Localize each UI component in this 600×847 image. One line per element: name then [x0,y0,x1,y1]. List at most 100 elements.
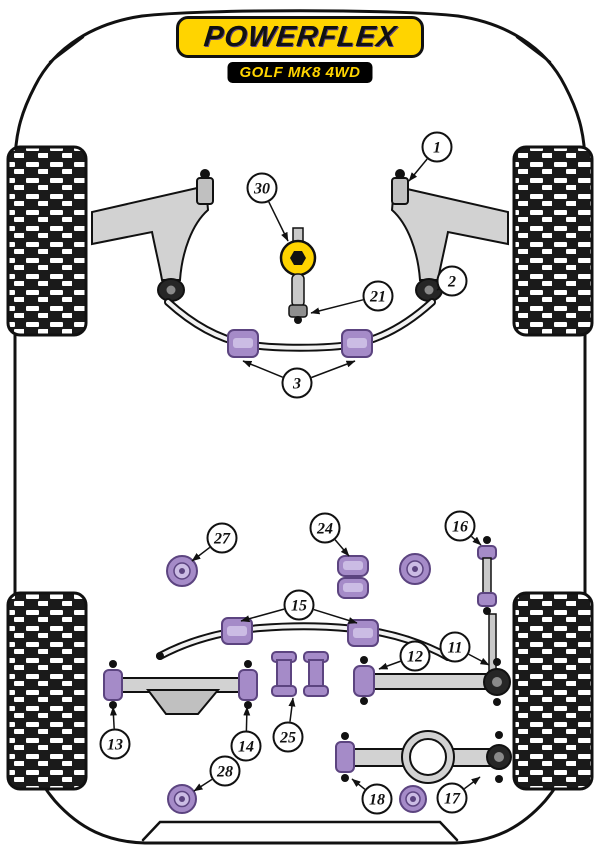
callout-27-number: 27 [213,531,231,548]
rear-bumper-line [141,820,459,842]
callout-11-leader [468,653,490,666]
callout-21-circle[interactable] [362,280,394,312]
callout-30-number: 30 [253,181,270,198]
rear-arb-bushing-left [221,617,253,645]
rear-lower-spring-arm [335,730,512,784]
callout-14[interactable]: 14 [230,706,262,762]
callout-12-circle[interactable] [399,640,431,672]
callout-27-leader [191,546,211,562]
callout-27[interactable]: 27 [191,522,238,562]
callout-3-leader [242,360,283,378]
callout-13[interactable]: 13 [99,706,131,760]
callout-11[interactable]: 11 [439,631,490,666]
callout-3-number: 3 [292,376,301,393]
callout-15[interactable]: 15 [240,589,358,624]
callout-16-circle[interactable] [444,510,476,542]
callout-28-leader [193,778,213,792]
callout-2-leader [436,282,447,291]
front-upper-mount-right [391,169,409,205]
callout-12[interactable]: 12 [378,640,431,672]
model-label: GOLF MK8 4WD [227,62,373,83]
callout-24[interactable]: 24 [309,512,350,557]
callout-28-circle[interactable] [209,755,241,787]
callout-18-leader [351,778,366,790]
front-arb-bushing-right [341,329,373,358]
callout-1-number: 1 [433,140,441,157]
mirror-notch-right [515,35,552,64]
powerflex-logo-text: POWERFLEX [202,20,399,53]
callout-25-number: 25 [279,730,296,747]
callout-14-number: 14 [238,739,254,756]
callout-17[interactable]: 17 [436,776,481,814]
callout-25-circle[interactable] [272,721,304,753]
callout-15-circle[interactable] [283,589,315,621]
rear-suspension [103,536,512,814]
callout-28[interactable]: 28 [193,755,241,792]
callout-18-circle[interactable] [361,783,393,815]
callout-1-circle[interactable] [421,131,453,163]
callout-12-number: 12 [407,649,423,666]
rear-top-mount-bushing-right [399,553,431,585]
car-body-outline [13,9,587,845]
callout-28-number: 28 [216,764,233,781]
callout-30-circle[interactable] [246,172,278,204]
callout-16-number: 16 [452,519,468,536]
callout-16[interactable]: 16 [444,510,482,546]
callout-13-leader [109,706,117,729]
tire-rear-right [512,591,594,791]
front-anti-roll-bar [164,298,436,352]
callout-21[interactable]: 21 [310,280,394,315]
tire-front-right [512,145,594,337]
callout-24-leader [334,539,350,557]
callout-25[interactable]: 25 [272,697,304,753]
tire-rear-left [6,591,88,791]
hex-nut [290,251,306,265]
rear-lower-arm-left [103,660,258,715]
rear-spool-bushings [271,651,329,697]
callout-14-circle[interactable] [230,730,262,762]
callout-15-leader [313,608,358,624]
callout-12-leader [378,660,401,670]
callout-13-circle[interactable] [99,728,131,760]
callout-3-leader [311,360,356,379]
callout-24-circle[interactable] [309,512,341,544]
callout-27-circle[interactable] [206,522,238,554]
powerflex-logo: POWERFLEX [176,16,424,58]
callout-16-leader [470,535,482,546]
callout-11-number: 11 [447,640,462,657]
callout-3[interactable]: 3 [242,360,356,399]
callout-21-leader [310,299,364,315]
callout-30-leader [268,201,289,242]
callout-1[interactable]: 1 [408,131,453,182]
callout-layer: 1 30 2 21 3 27 24 16 15 12 11 13 14 25 28 18 17 [99,131,490,815]
callout-17-number: 17 [444,791,461,808]
tire-front-left [6,145,88,337]
callout-15-number: 15 [291,598,307,615]
rear-bottom-bushing-left [167,784,197,814]
callout-24-number: 24 [316,521,333,538]
callout-18[interactable]: 18 [351,778,393,815]
mirror-notch-left [48,35,85,64]
callout-1-leader [408,158,428,182]
callout-3-circle[interactable] [281,367,313,399]
callout-17-circle[interactable] [436,782,468,814]
callout-30[interactable]: 30 [246,172,289,242]
tires [6,145,594,791]
front-arb-bushing-left [227,329,259,358]
rear-toe-arm [353,656,511,706]
rear-arb-drop-link [477,536,497,675]
callout-18-number: 18 [369,792,385,809]
callout-2-circle[interactable] [436,265,468,297]
callout-2[interactable]: 2 [436,265,468,297]
rear-top-mount-bushing-left [166,555,198,587]
callout-21-number: 21 [369,289,386,306]
front-ball-joint-right [415,278,443,302]
front-upper-mount-left [196,169,214,205]
callout-14-leader [243,706,251,731]
front-suspension [91,169,509,358]
model-label-text: GOLF MK8 4WD [239,64,361,81]
callout-2-number: 2 [447,274,456,291]
callout-11-circle[interactable] [439,631,471,663]
